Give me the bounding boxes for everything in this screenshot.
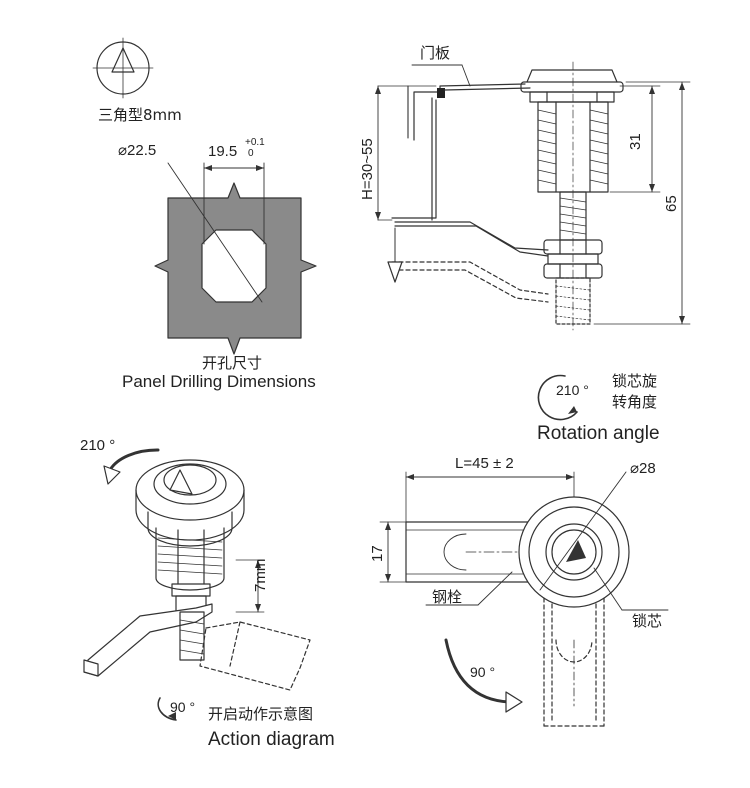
steel-bolt-label: 钢栓	[432, 588, 463, 606]
rotation-caption-en: Rotation angle	[537, 423, 660, 444]
door-panel-label: 门板	[420, 44, 451, 62]
hole-width-lower-tolerance: 0	[248, 148, 254, 159]
panel-drilling-shape	[154, 162, 317, 355]
dimension-65-label: 65	[663, 195, 680, 212]
cover-diameter-label: ⌀28	[630, 460, 656, 477]
triangle-key-label: 三角型8mm	[98, 106, 182, 124]
side-view-drawing	[375, 61, 691, 331]
drilling-caption-cn: 开孔尺寸	[202, 354, 263, 372]
rotation-angle-arrow	[537, 374, 578, 421]
rotation-degree-label: 210 °	[556, 382, 589, 398]
top-view-drawing	[379, 471, 669, 727]
action-90-degree-label: 90 °	[170, 699, 196, 715]
height-range-label: H=30~55	[359, 138, 376, 200]
triangle-key-symbol	[92, 37, 154, 99]
rotation-cn-line2: 转角度	[612, 393, 658, 411]
dimension-17-label: 17	[369, 545, 386, 562]
hole-width-value: 19.5	[208, 143, 238, 160]
hole-diameter-label: ⌀22.5	[118, 142, 157, 159]
hole-width-upper-tolerance: +0.1	[245, 137, 265, 148]
dimension-7mm-label: 7mm	[252, 558, 269, 592]
drilling-caption-en: Panel Drilling Dimensions	[122, 372, 316, 391]
swing-90-degree-label: 90 °	[470, 664, 496, 680]
action-caption-cn: 开启动作示意图	[208, 705, 314, 723]
action-rotation-degree-label: 210 °	[80, 437, 116, 454]
dimension-31-label: 31	[627, 133, 644, 150]
lock-core-label: 锁芯	[632, 612, 663, 630]
rotation-cn-line1: 锁芯旋	[612, 372, 658, 390]
hole-width-label: 19.5 +0.1 0	[208, 138, 265, 160]
action-diagram-drawing	[83, 448, 311, 721]
bolt-length-label: L=45 ± 2	[455, 455, 514, 472]
action-caption-en: Action diagram	[208, 729, 335, 750]
